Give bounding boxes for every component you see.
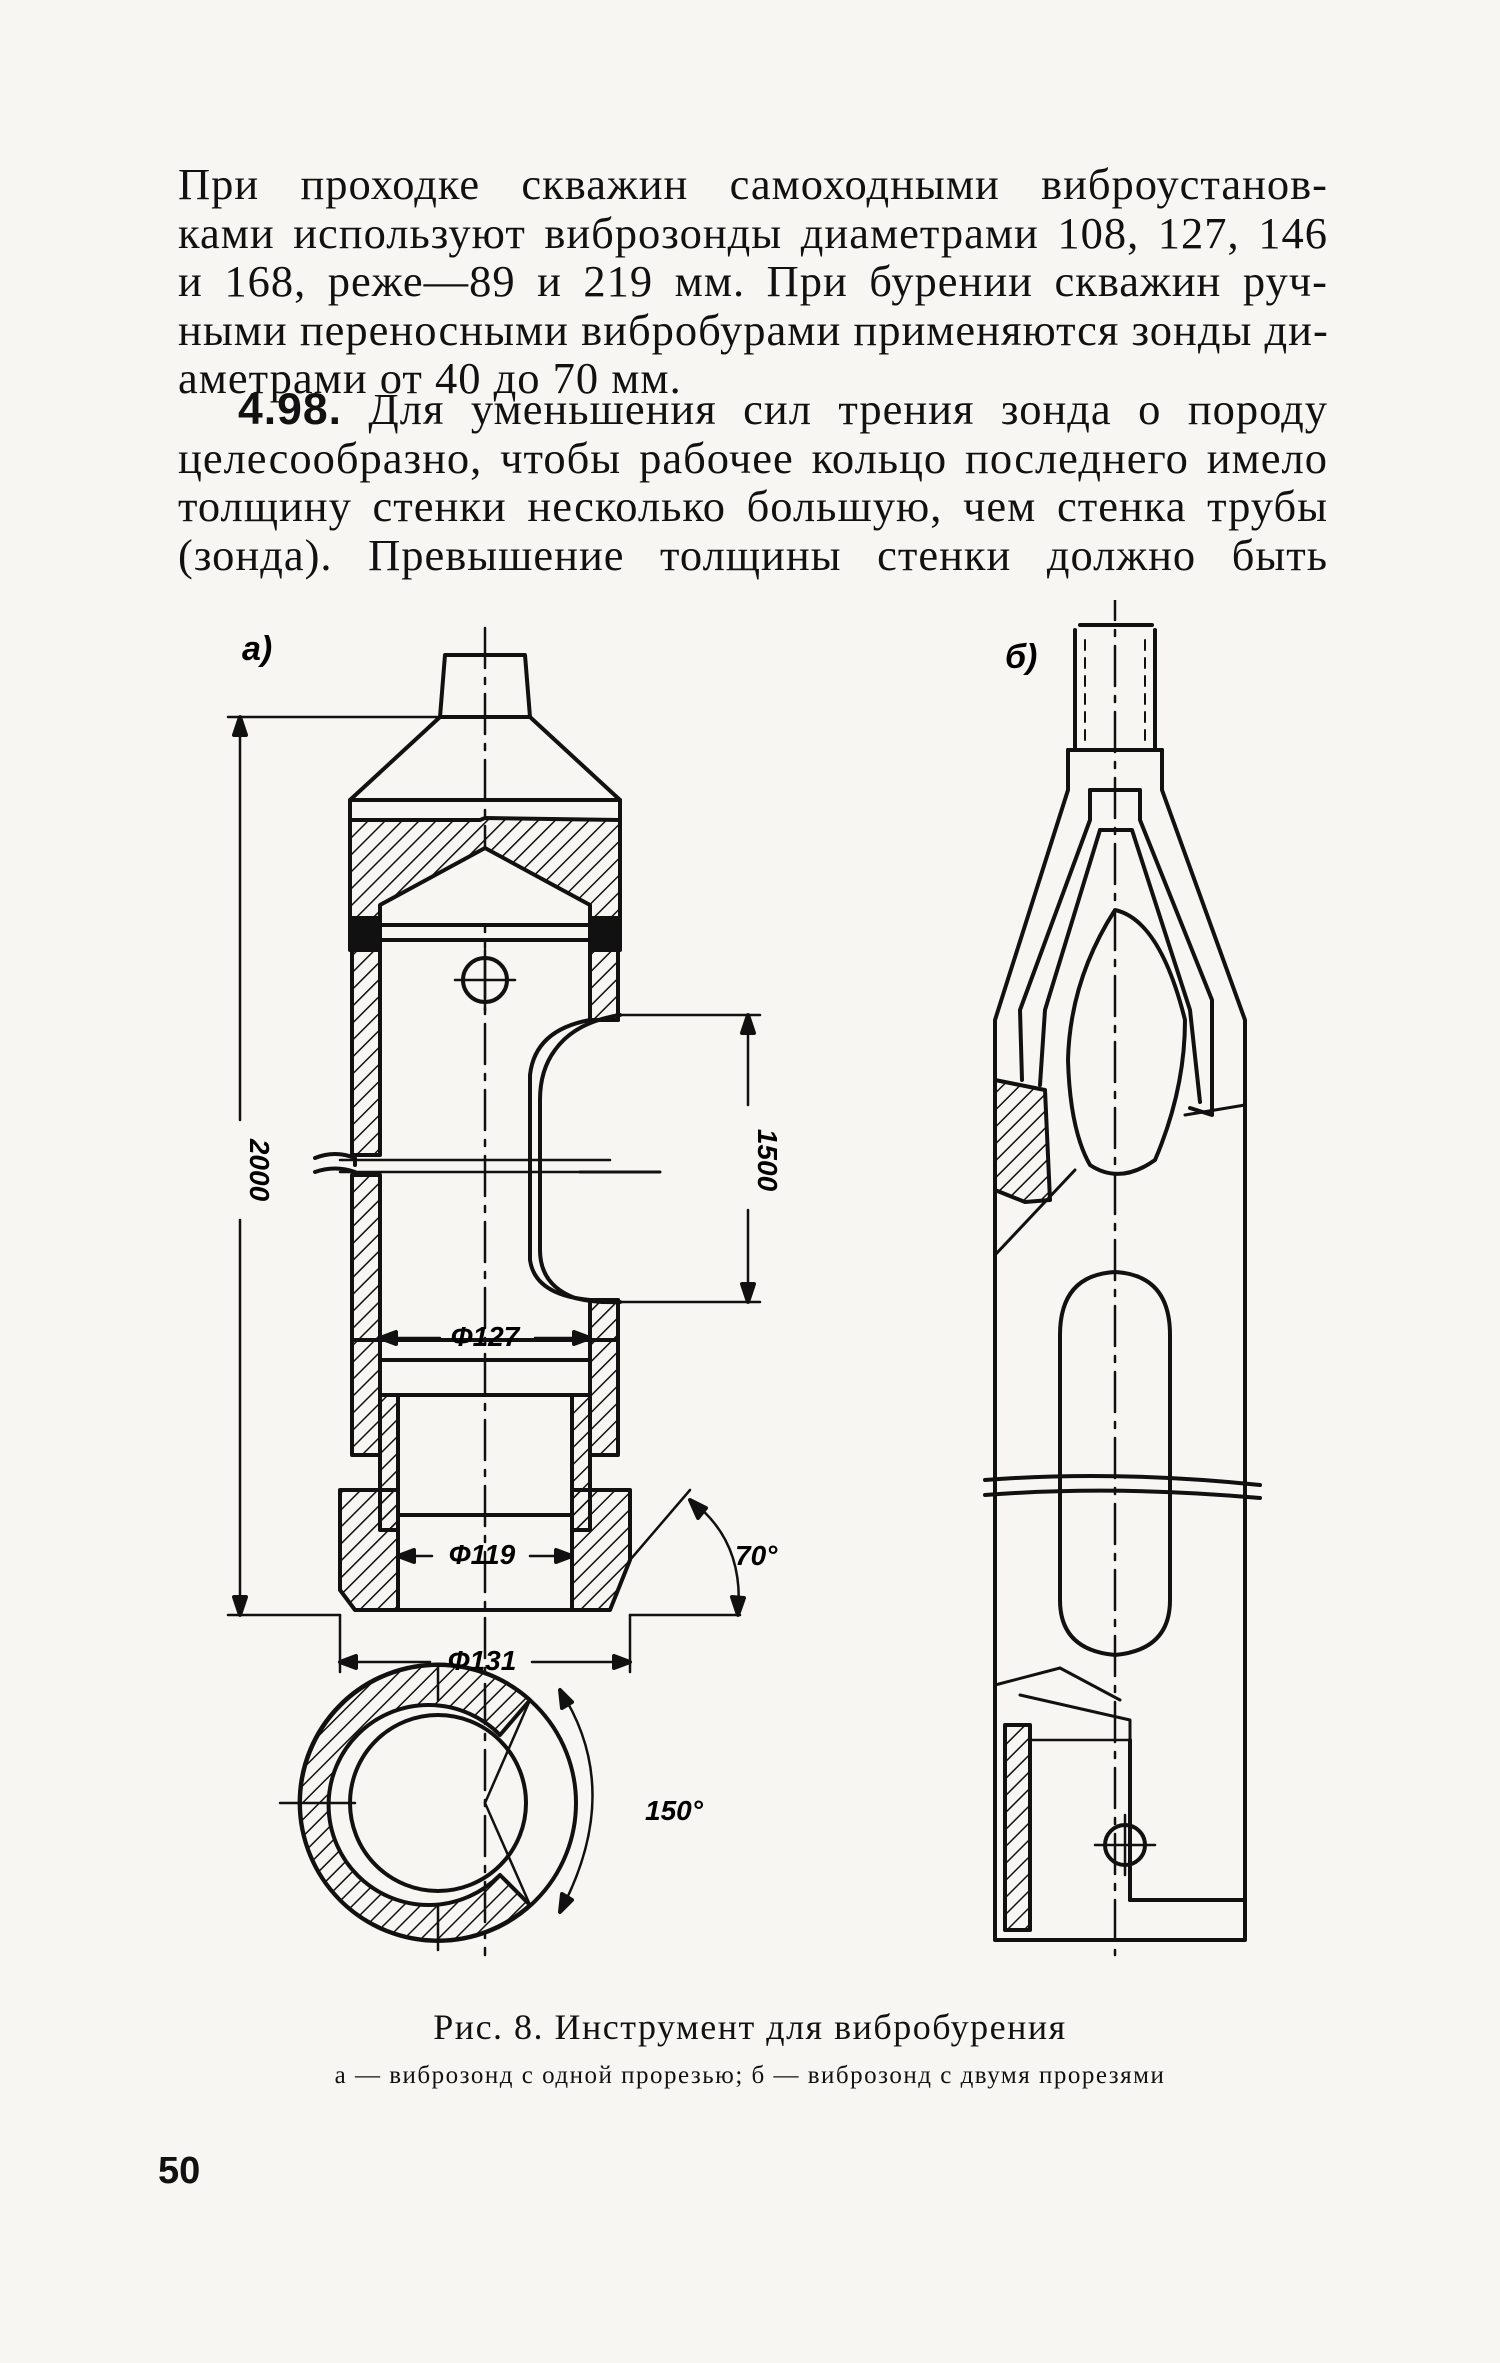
paragraph-1-line: ными переносными вибробурами применяются… (178, 304, 1329, 355)
dimension-1500: 1500 (752, 1129, 783, 1192)
figure-label-a: а) (242, 630, 272, 668)
paragraph-2-line: толщину стенки несколько большую, чем ст… (178, 481, 1328, 531)
figure-label-b: б) (1005, 638, 1037, 676)
figure-caption-subtitle: а — виброзонд с одной прорезью; б — вибр… (334, 2062, 1166, 2089)
dimension-d127: Ф127 (451, 1321, 521, 1352)
dimension-2000: 2000 (244, 1138, 275, 1202)
paragraph-2-line: 4.98. Для уменьшения сил трения зонда о … (178, 385, 1328, 434)
cross-section (278, 1662, 594, 1952)
vibroprobe-double-slot-drawing (983, 600, 1262, 1957)
paragraph-1-line: и 168, реже—89 и 219 мм. При бурении скв… (178, 256, 1328, 306)
dimension-d119: Ф119 (449, 1539, 516, 1570)
page-number: 50 (158, 2150, 201, 2192)
paragraph-1-line: аметрами от 40 до 70 мм. (178, 353, 682, 403)
paragraph-2: 4.98. Для уменьшения сил трения зонда о … (178, 385, 1328, 579)
paragraph-1-line: ками используют виброзонды диаметрами 10… (178, 207, 1328, 258)
paragraph-2-line: целесообразно, чтобы рабочее кольцо посл… (178, 432, 1328, 483)
figure-caption-title: Рис. 8. Инструмент для вибробурения (433, 2007, 1067, 2047)
paragraph-1: При проходке скважин самоходными виброус… (178, 160, 1328, 403)
dimension-d131: Ф131 (448, 1645, 517, 1676)
paragraph-1-line: При проходке скважин самоходными виброус… (178, 159, 1328, 209)
vibroprobe-single-slot-drawing (226, 626, 762, 1957)
paragraph-number: 4.98. (238, 385, 342, 434)
dimension-angle-150: 150° (645, 1795, 704, 1826)
figure-8-drawing: а) б) 2000 1500 Ф127 Ф119 Ф131 70° 150° (226, 600, 1262, 1957)
dimension-angle-70: 70° (735, 1540, 778, 1571)
paragraph-2-line-text: Для уменьшения сил трения зонда о породу (341, 384, 1328, 434)
paragraph-2-line: (зонда). Превышение толщины стенки должн… (178, 529, 1328, 580)
